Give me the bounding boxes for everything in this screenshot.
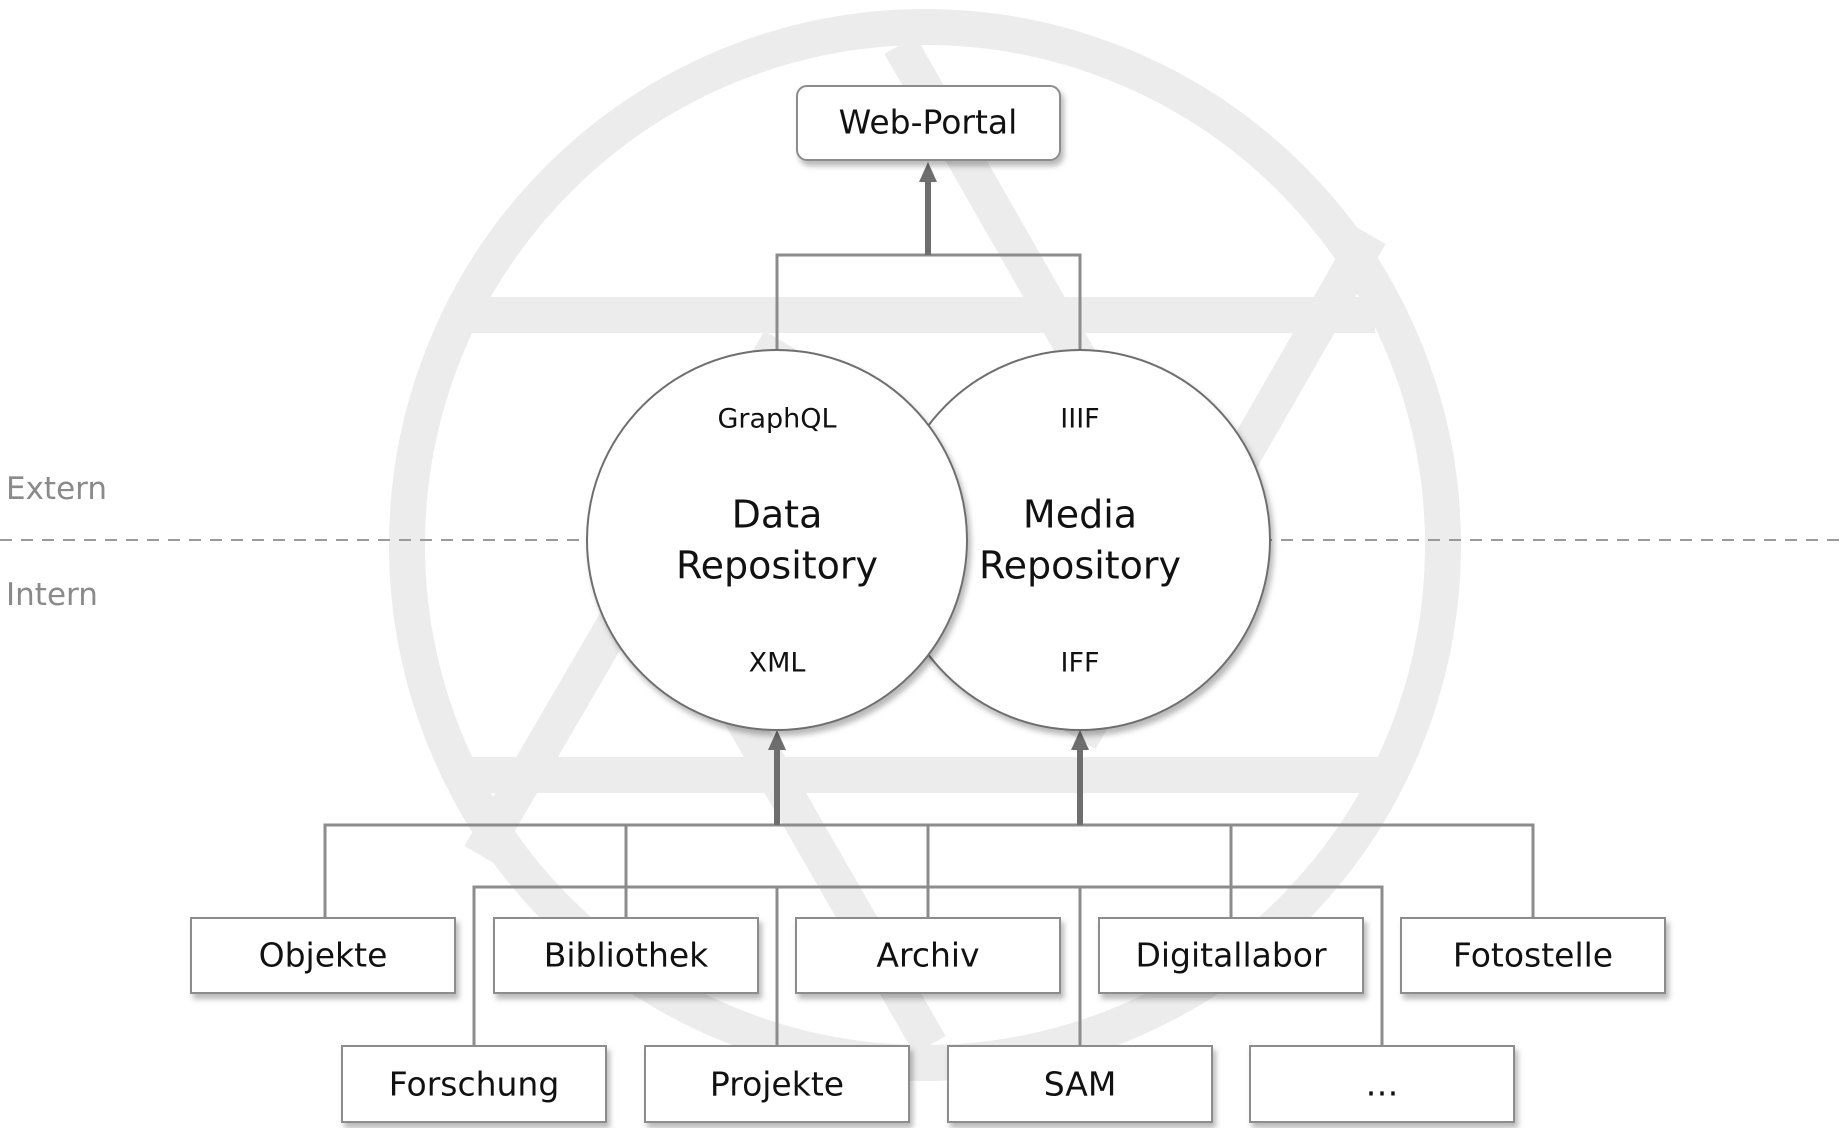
source-row-2: Forschung Projekte SAM … [341,1045,1515,1123]
source-node: Digitallabor [1098,917,1364,994]
zone-label-intern: Intern [6,577,98,613]
media-repository-api-bottom: IFF [1060,648,1099,679]
arrowhead-portal [919,162,937,182]
source-label: Bibliothek [544,936,709,975]
arrowhead-media-repository [1071,730,1089,750]
data-repository-title-line2: Repository [676,544,878,588]
source-label: … [1366,1065,1399,1104]
source-label: Digitallabor [1135,936,1327,975]
data-repository-title-line1: Data [732,493,823,537]
source-row-1: Objekte Bibliothek Archiv Digitallabor F… [190,917,1666,994]
source-node: Projekte [644,1045,910,1123]
source-node: Objekte [190,917,456,994]
source-node: SAM [947,1045,1213,1123]
web-portal-label: Web-Portal [839,103,1018,142]
source-label: Projekte [710,1065,844,1104]
source-label: Fotostelle [1453,936,1613,975]
source-node: … [1249,1045,1515,1123]
data-repository-api-top: GraphQL [717,404,836,435]
data-repository-node: GraphQL Data Repository XML [586,349,968,731]
source-node: Bibliothek [493,917,759,994]
data-repository-api-bottom: XML [749,648,806,679]
source-connectors [323,730,1535,1046]
source-node: Archiv [795,917,1061,994]
source-label: Objekte [259,936,388,975]
zone-label-extern: Extern [6,471,107,507]
source-label: Forschung [389,1065,560,1104]
media-repository-title-line2: Repository [979,544,1181,588]
web-portal-node: Web-Portal [796,85,1061,161]
media-repository-node: IIIF Media Repository IFF [889,349,1271,731]
media-repository-api-top: IIIF [1060,404,1099,435]
source-label: SAM [1044,1065,1117,1104]
source-node: Forschung [341,1045,607,1123]
arrowhead-data-repository [768,730,786,750]
source-node: Fotostelle [1400,917,1666,994]
media-repository-title-line1: Media [1023,493,1137,537]
source-label: Archiv [876,936,979,975]
